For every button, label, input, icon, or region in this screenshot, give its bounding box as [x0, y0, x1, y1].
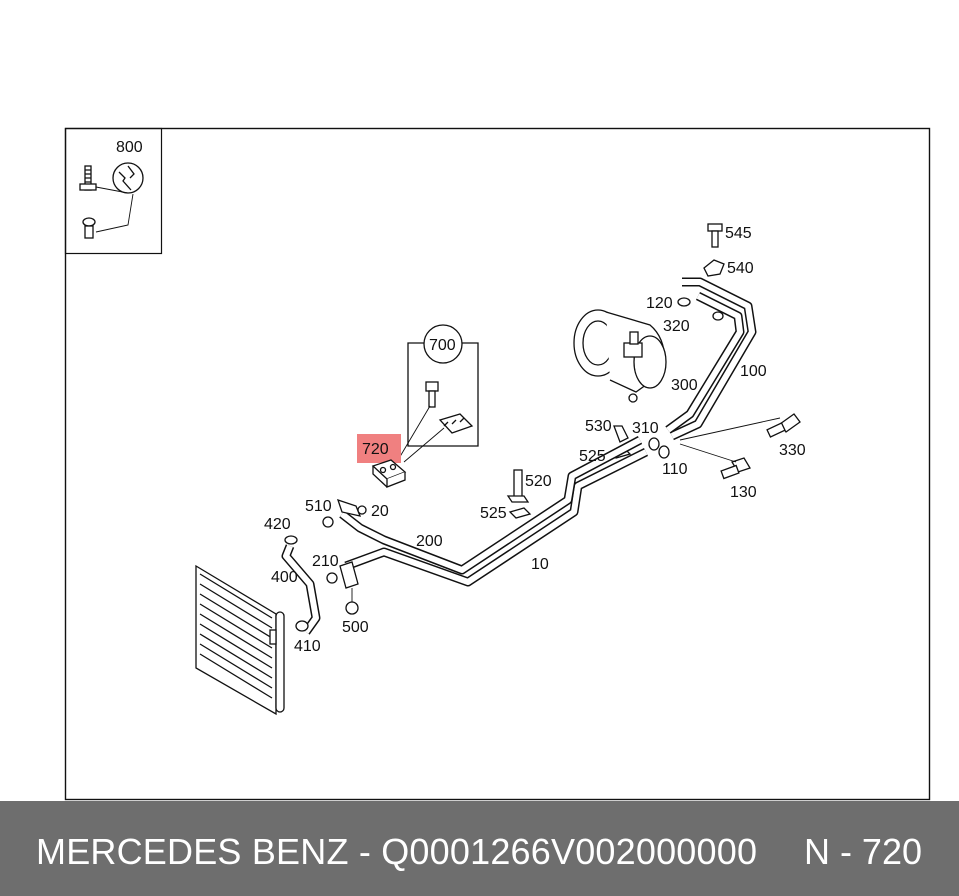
part-700-bracket	[407, 342, 479, 447]
part-700-bolt	[425, 381, 439, 408]
part-330-bolt	[766, 413, 801, 438]
part-210-oring	[326, 572, 338, 584]
label-525-a: 525	[579, 448, 606, 465]
parts-diagram: 800 700 720 545 540 120 320 300 100 530 …	[64, 127, 931, 801]
part-120-oring	[677, 297, 691, 307]
part-320-oring	[712, 311, 724, 321]
label-720[interactable]: 720	[362, 441, 389, 458]
label-530: 530	[585, 418, 612, 435]
label-210: 210	[312, 553, 339, 570]
label-700: 700	[429, 337, 456, 354]
diagram-frame	[64, 127, 931, 801]
label-100: 100	[740, 363, 767, 380]
label-130: 130	[730, 484, 757, 501]
label-310: 310	[632, 420, 659, 437]
leads-330-130	[679, 417, 781, 463]
label-500: 500	[342, 619, 369, 636]
part-420-oring	[284, 535, 298, 545]
part-530-bracket	[613, 425, 629, 443]
compressor	[573, 309, 667, 403]
label-330: 330	[779, 442, 806, 459]
label-400: 400	[271, 569, 298, 586]
label-120: 120	[646, 295, 673, 312]
part-700-bubble	[423, 324, 463, 364]
part-500-nut	[345, 601, 359, 615]
inset-box-800	[64, 127, 163, 255]
footer-bar: MERCEDES BENZ - Q0001266V002000000 N - 7…	[0, 801, 959, 896]
label-10: 10	[531, 556, 549, 573]
label-800: 800	[116, 139, 143, 156]
label-300: 300	[671, 377, 698, 394]
part-520-bracket	[506, 469, 530, 503]
label-520: 520	[525, 473, 552, 490]
part-545-bolt	[707, 223, 723, 248]
wrench-icon	[112, 162, 144, 194]
highlight-720	[357, 434, 401, 463]
part-510-nut	[322, 516, 334, 528]
footer-title: MERCEDES BENZ - Q0001266V002000000	[36, 831, 758, 872]
part-540-clamp	[703, 259, 725, 277]
part-110-oring	[658, 445, 670, 459]
inset-lead-lines	[95, 186, 134, 233]
label-525-b: 525	[480, 505, 507, 522]
label-20: 20	[371, 503, 389, 520]
part-310-oring	[648, 437, 660, 451]
part-700-leads	[397, 405, 445, 463]
footer-page-ref: N - 720	[803, 831, 922, 872]
part-130-bolt	[720, 457, 751, 480]
part-525b-plate	[508, 507, 532, 519]
label-320: 320	[663, 318, 690, 335]
label-545: 545	[725, 225, 752, 242]
label-540: 540	[727, 260, 754, 277]
part-720-block	[371, 459, 407, 488]
label-200: 200	[416, 533, 443, 550]
label-510: 510	[305, 498, 332, 515]
part-410-oring	[295, 620, 309, 632]
part-210-block	[339, 561, 359, 589]
part-20-flange	[336, 498, 362, 517]
label-410: 410	[294, 638, 321, 655]
condenser	[195, 564, 285, 716]
label-110: 110	[662, 461, 688, 478]
label-420: 420	[264, 516, 291, 533]
inset-bolt	[79, 165, 97, 239]
part-700-clip	[438, 413, 474, 434]
